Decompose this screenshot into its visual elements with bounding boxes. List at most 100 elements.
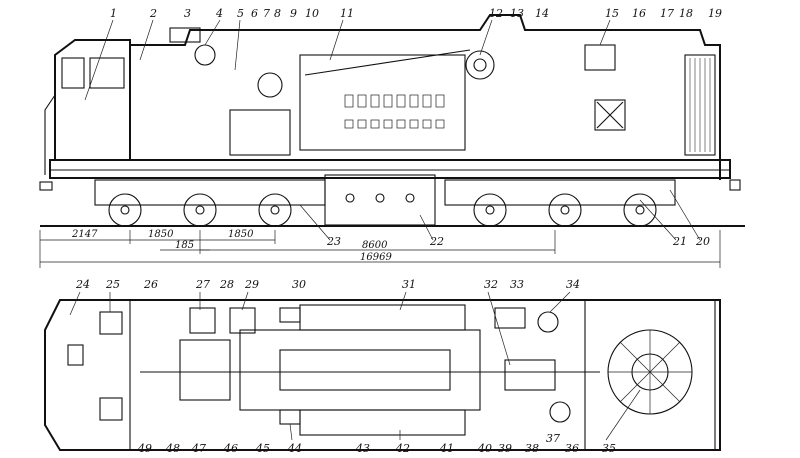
label-10: 10 <box>305 7 319 20</box>
front-bogie <box>94 179 326 227</box>
plan-view-callouts: 24 25 26 27 28 29 30 31 32 33 34 35 36 3… <box>75 278 616 455</box>
blower-plan <box>229 307 256 334</box>
exhaust-manifold <box>304 49 471 76</box>
plan-leaders <box>69 291 641 441</box>
label-27: 27 <box>195 278 210 291</box>
dim-bogie-centers: 8600 <box>362 240 388 251</box>
label-46: 46 <box>223 442 238 455</box>
reservoir <box>549 401 571 423</box>
rear-bogie <box>444 179 676 227</box>
label-33: 33 <box>510 278 524 291</box>
label-35: 35 <box>602 442 616 455</box>
traction-generator <box>229 109 291 156</box>
box-lower <box>299 409 466 436</box>
label-16: 16 <box>632 7 646 20</box>
top-view-callouts: 1 2 3 4 5 6 7 8 9 10 11 12 13 14 15 16 1… <box>110 7 722 248</box>
gauge <box>194 44 216 66</box>
label-29: 29 <box>244 278 259 291</box>
label-4: 4 <box>215 7 223 20</box>
cooling-compartment <box>584 299 716 451</box>
label-41: 41 <box>439 442 454 455</box>
label-20: 20 <box>695 235 710 248</box>
label-18: 18 <box>679 7 693 20</box>
label-22: 22 <box>429 235 444 248</box>
box <box>594 99 626 131</box>
label-3: 3 <box>184 7 191 20</box>
label-42: 42 <box>395 442 410 455</box>
label-17: 17 <box>660 7 674 20</box>
plan-view <box>44 299 721 451</box>
engine-cylinders <box>344 94 445 129</box>
box <box>584 44 616 71</box>
buffer-rear <box>729 179 741 191</box>
turbocharger-hub <box>473 58 487 72</box>
label-49: 49 <box>137 442 152 455</box>
roof-hatch <box>169 27 201 43</box>
blower <box>257 72 283 98</box>
unit <box>279 409 301 425</box>
dim-axle-spacing-right: 1850 <box>228 229 254 240</box>
dim-overall-length: 16969 <box>360 252 392 263</box>
top-leaders <box>84 19 701 241</box>
label-7: 7 <box>263 7 270 20</box>
label-25: 25 <box>105 278 120 291</box>
label-21: 21 <box>672 235 687 248</box>
label-43: 43 <box>355 442 370 455</box>
label-11: 11 <box>340 7 354 20</box>
drive-unit <box>504 359 556 391</box>
engine-cylinders-plan <box>279 349 451 391</box>
cab-window <box>89 57 125 89</box>
cab-outline <box>54 39 131 160</box>
label-48: 48 <box>165 442 180 455</box>
label-31: 31 <box>402 278 416 291</box>
cab-window <box>61 57 85 89</box>
label-19: 19 <box>708 7 722 20</box>
hood-roof <box>130 14 721 180</box>
fuel-tank <box>324 174 436 226</box>
label-40: 40 <box>477 442 492 455</box>
label-30: 30 <box>292 278 306 291</box>
label-13: 13 <box>510 7 524 20</box>
box-cross <box>596 101 624 129</box>
unit <box>279 307 301 323</box>
control-stand <box>67 344 84 366</box>
label-8: 8 <box>274 7 281 20</box>
buffer-front <box>39 181 53 191</box>
label-15: 15 <box>605 7 619 20</box>
label-28: 28 <box>219 278 234 291</box>
label-9: 9 <box>290 7 297 20</box>
cab-nose <box>44 94 56 175</box>
engine-plan <box>239 329 481 411</box>
label-47: 47 <box>191 442 206 455</box>
panel <box>494 307 526 329</box>
label-36: 36 <box>565 442 579 455</box>
plan-outline <box>44 299 721 451</box>
cab-seat <box>99 311 123 335</box>
cab-seat <box>99 397 123 421</box>
main-frame <box>49 159 731 179</box>
label-14: 14 <box>535 7 549 20</box>
dimension-lines <box>39 230 721 268</box>
label-6: 6 <box>251 7 258 20</box>
turbocharger <box>465 50 495 80</box>
label-39: 39 <box>498 442 512 455</box>
label-38: 38 <box>525 442 539 455</box>
radiator-grille <box>684 54 716 156</box>
label-34: 34 <box>566 278 580 291</box>
dim-axle-spacing-left: 1850 <box>148 229 174 240</box>
side-elevation <box>39 14 745 227</box>
label-45: 45 <box>255 442 270 455</box>
box-upper <box>299 304 466 331</box>
label-26: 26 <box>143 278 158 291</box>
label-32: 32 <box>484 278 498 291</box>
label-5: 5 <box>237 7 244 20</box>
diesel-engine <box>299 54 466 151</box>
label-23: 23 <box>326 235 341 248</box>
label-37: 37 <box>546 432 560 445</box>
label-24: 24 <box>75 278 90 291</box>
generator-plan <box>179 339 231 401</box>
label-12: 12 <box>489 7 503 20</box>
compressor <box>537 311 559 333</box>
